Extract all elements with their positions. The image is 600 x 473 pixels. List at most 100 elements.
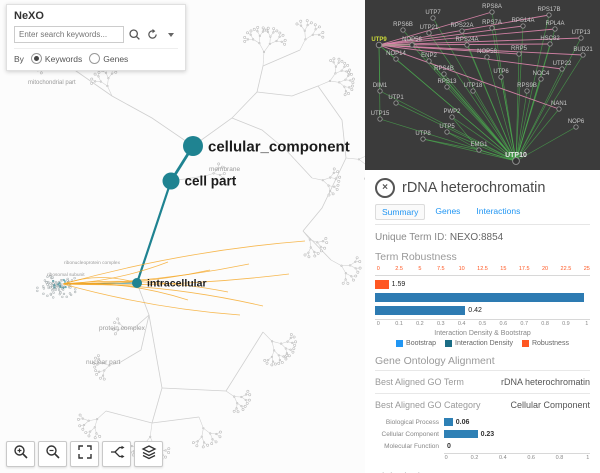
- tree-branch: [256, 85, 319, 97]
- network-node[interactable]: [459, 28, 465, 34]
- highlighted-term-node[interactable]: [132, 278, 142, 288]
- network-node[interactable]: [420, 136, 426, 142]
- network-node[interactable]: [580, 52, 586, 58]
- tree-node: [307, 255, 311, 259]
- highlighted-term-node[interactable]: [162, 172, 180, 190]
- network-node[interactable]: [377, 88, 383, 94]
- robustness-axis-title: Interaction Density & Bootstrap: [434, 330, 531, 337]
- network-node[interactable]: [444, 84, 450, 90]
- search-icon[interactable]: [127, 27, 142, 42]
- tab-genes[interactable]: Genes: [435, 206, 461, 216]
- network-node[interactable]: [546, 12, 552, 18]
- search-input[interactable]: [14, 26, 124, 43]
- tree-node: [337, 180, 341, 183]
- network-node-label: UTP7: [425, 10, 441, 16]
- radio-keywords[interactable]: Keywords: [30, 53, 83, 64]
- ontology-interaction-edge: [62, 273, 290, 286]
- go-chart-bar: [444, 430, 478, 438]
- network-node[interactable]: [470, 88, 476, 94]
- reset-icon[interactable]: [145, 27, 160, 42]
- tree-twig: [263, 43, 271, 53]
- radio-genes[interactable]: Genes: [89, 53, 128, 64]
- network-node[interactable]: [375, 41, 383, 49]
- tree-twig: [269, 40, 277, 45]
- radio-genes-label: Genes: [103, 53, 129, 64]
- network-node[interactable]: [409, 42, 415, 48]
- network-node[interactable]: [512, 157, 520, 165]
- network-node[interactable]: [573, 124, 579, 130]
- tree-node: [272, 27, 276, 30]
- network-node-label: NAN1: [551, 101, 568, 107]
- network-node[interactable]: [400, 27, 406, 33]
- radio-keywords-circle[interactable]: [30, 53, 42, 64]
- network-node[interactable]: [377, 116, 383, 122]
- network-node-label: EMG1: [470, 142, 488, 148]
- radio-genes-circle[interactable]: [89, 53, 101, 64]
- tree-node: [65, 295, 68, 299]
- tree-node: [113, 321, 116, 325]
- expand-subtree-button[interactable]: [102, 441, 131, 467]
- zoom-out-button[interactable]: [38, 441, 67, 467]
- network-node[interactable]: [552, 26, 558, 32]
- network-node[interactable]: [430, 15, 436, 21]
- chevron-down-icon[interactable]: [163, 27, 178, 42]
- network-node[interactable]: [489, 25, 495, 31]
- network-node[interactable]: [489, 9, 495, 15]
- tree-twig: [339, 79, 346, 83]
- network-node-label: NOP14: [386, 51, 406, 57]
- tree-branch: [231, 117, 313, 179]
- network-node[interactable]: [516, 51, 522, 57]
- layers-icon: [141, 444, 157, 465]
- network-node-label: RRP5: [511, 46, 528, 52]
- network-node[interactable]: [578, 35, 584, 41]
- network-node[interactable]: [559, 66, 565, 72]
- tree-node: [57, 283, 60, 286]
- tree-node: [303, 253, 307, 257]
- ontology-interaction-edge: [62, 283, 241, 316]
- network-node[interactable]: [538, 76, 544, 82]
- tree-node: [42, 292, 45, 296]
- close-icon[interactable]: ×: [375, 178, 395, 198]
- highlighted-term-node[interactable]: [183, 136, 203, 156]
- fit-to-screen-button[interactable]: [70, 441, 99, 467]
- axis-tick: 0.6: [499, 321, 508, 327]
- zoom-in-button[interactable]: [6, 441, 35, 467]
- network-node[interactable]: [426, 30, 432, 36]
- network-node[interactable]: [476, 147, 482, 153]
- tree-node: [277, 361, 281, 365]
- network-edge: [378, 44, 397, 60]
- network-node[interactable]: [393, 56, 399, 62]
- tree-twig: [271, 341, 282, 344]
- network-node[interactable]: [556, 106, 562, 112]
- tab-interactions[interactable]: Interactions: [476, 206, 521, 216]
- network-node[interactable]: [547, 41, 553, 47]
- tree-node: [355, 256, 359, 260]
- tree-node: [73, 290, 77, 294]
- bootstrap-bar: [375, 293, 584, 302]
- network-node[interactable]: [498, 74, 504, 80]
- tree-node: [343, 93, 347, 97]
- network-node[interactable]: [426, 58, 432, 64]
- tab-summary[interactable]: Summary: [375, 204, 426, 220]
- tree-node: [36, 286, 39, 290]
- axis-tick: 0.7: [520, 321, 529, 327]
- network-node[interactable]: [393, 100, 399, 106]
- network-node[interactable]: [524, 88, 530, 94]
- radio-keywords-label: Keywords: [44, 53, 83, 64]
- network-node[interactable]: [449, 114, 455, 120]
- network-node[interactable]: [444, 129, 450, 135]
- tree-node: [36, 289, 39, 293]
- tree-node: [49, 274, 52, 278]
- network-node[interactable]: [441, 71, 447, 77]
- layers-button[interactable]: [134, 441, 163, 467]
- network-node[interactable]: [520, 23, 526, 29]
- tree-node: [347, 92, 350, 95]
- tree-node: [280, 361, 284, 364]
- network-node[interactable]: [464, 42, 470, 48]
- network-node[interactable]: [484, 54, 490, 60]
- tree-node: [337, 57, 341, 61]
